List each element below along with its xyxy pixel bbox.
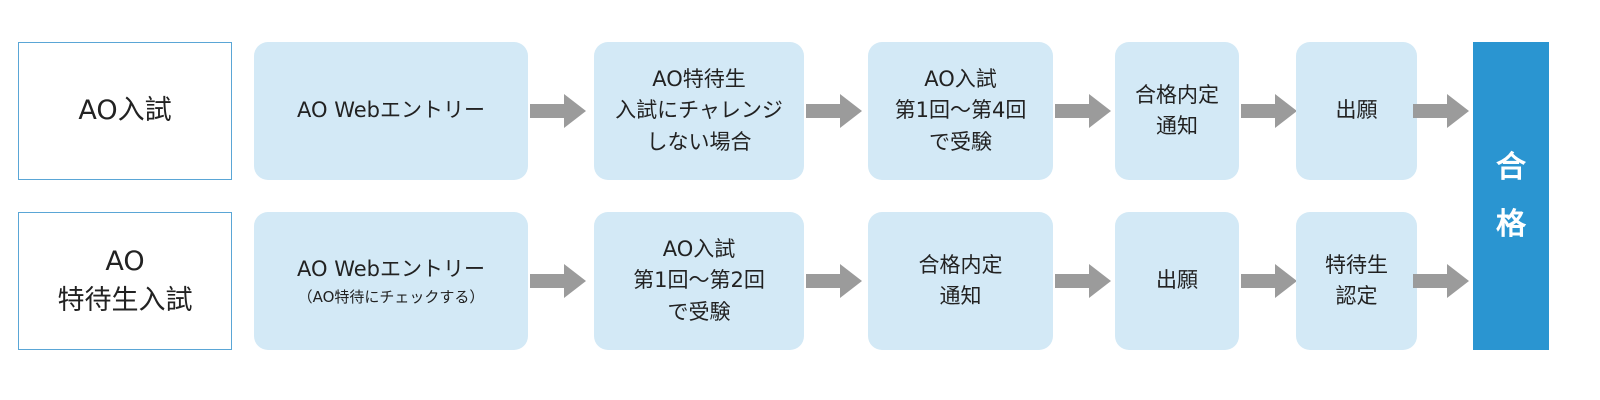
step-text: しない場合 [646, 129, 752, 154]
arrow-icon [530, 94, 586, 128]
step-text: 第1回〜第4回 [894, 98, 1027, 123]
step-text: で受験 [667, 299, 731, 324]
arrow-icon [1413, 264, 1469, 298]
step-text: 通知 [939, 284, 982, 308]
arrow-icon [1241, 264, 1297, 298]
step-text: 通知 [1156, 114, 1198, 138]
row2-label-box: AO 特待生入試 [18, 212, 232, 350]
arrow-icon [1055, 264, 1111, 298]
row1-label-box: AO入試 [18, 42, 232, 180]
final-char: 合 [1496, 150, 1526, 185]
step-text: AO入試 [662, 236, 736, 261]
arrow-icon [806, 94, 862, 128]
step-text: AO入試 [924, 66, 997, 91]
row1-step-notice: 合格内定 通知 [1115, 42, 1239, 180]
row1-step-ao-exam: AO入試 第1回〜第4回 で受験 [868, 42, 1053, 180]
arrow-icon [1413, 94, 1469, 128]
step-text: AO Webエントリー [297, 98, 485, 123]
arrow-icon [806, 264, 862, 298]
step-text: 合格内定 [1135, 82, 1219, 107]
row2-step-scholarship: 特待生 認定 [1296, 212, 1417, 350]
row2-label-line: AO [105, 245, 145, 277]
step-text: 合格内定 [918, 252, 1003, 277]
step-text: 出願 [1156, 268, 1198, 293]
step-text: 出願 [1335, 98, 1378, 123]
row2-step-web-entry: AO Webエントリー （AO特待にチェックする） [254, 212, 528, 350]
row2-step-notice: 合格内定 通知 [868, 212, 1053, 350]
step-text: 第1回〜第2回 [633, 268, 765, 293]
step-text: 認定 [1335, 284, 1378, 308]
arrow-icon [1055, 94, 1111, 128]
final-pass-box: 合 格 [1473, 42, 1549, 350]
row1-step-application: 出願 [1296, 42, 1417, 180]
row2-step-application: 出願 [1115, 212, 1239, 350]
row1-step-web-entry: AO Webエントリー [254, 42, 528, 180]
row2-label-line: 特待生入試 [57, 285, 193, 316]
final-char: 格 [1496, 207, 1526, 242]
arrow-icon [530, 264, 586, 298]
row1-label-line: AO入試 [78, 95, 172, 127]
step-text: AO Webエントリー [297, 257, 485, 281]
row1-step-no-challenge: AO特待生 入試にチャレンジ しない場合 [594, 42, 804, 180]
step-text: AO特待生 [652, 66, 746, 91]
step-subtext: （AO特待にチェックする） [297, 287, 485, 306]
step-text: 入試にチャレンジ [615, 98, 783, 123]
arrow-icon [1241, 94, 1297, 128]
step-text: で受験 [929, 129, 992, 154]
step-text: 特待生 [1325, 252, 1388, 277]
row2-step-ao-exam: AO入試 第1回〜第2回 で受験 [594, 212, 804, 350]
